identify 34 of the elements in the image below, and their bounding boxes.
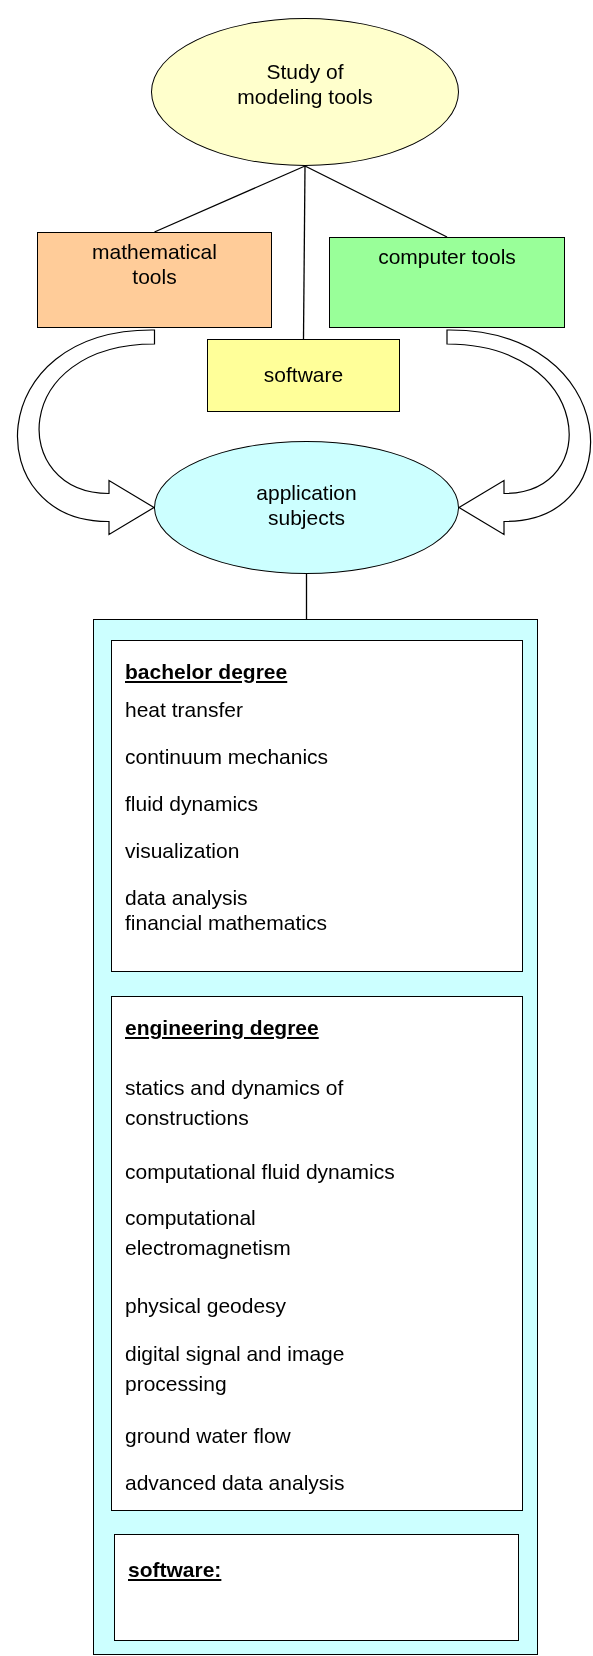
list-item: financial mathematics [125, 910, 327, 936]
process-box [207, 339, 400, 412]
list-item: statics and dynamics of constructions [125, 1075, 345, 1131]
list-item: computational fluid dynamics [125, 1159, 395, 1185]
list-item: physical geodesy [125, 1293, 287, 1319]
process-box [329, 237, 565, 328]
list-item: fluid dynamics [125, 791, 259, 817]
section-heading: software: [128, 1557, 222, 1583]
connector-line [302, 165, 306, 340]
node-text: software [263, 362, 344, 387]
list-box [111, 996, 523, 1511]
list-item: advanced data analysis [125, 1470, 345, 1496]
node-text: computer tools [378, 244, 516, 269]
container-box [93, 619, 538, 1655]
connector-line [153, 165, 306, 233]
curved-block-arrow [446, 329, 591, 536]
list-box [114, 1534, 519, 1641]
list-item: digital signal and image processing [125, 1341, 346, 1397]
connector-line [305, 573, 308, 620]
connector-line [304, 165, 448, 238]
list-item: visualization [125, 838, 240, 864]
section-heading: bachelor degree [125, 659, 288, 685]
node-text: application subjects [255, 480, 358, 530]
node-text: Study of modeling tools [236, 59, 374, 109]
section-heading: engineering degree [125, 1015, 319, 1041]
list-item: computational electromagnetism [125, 1205, 292, 1261]
process-box [37, 232, 272, 328]
node-text: mathematical tools [91, 239, 218, 289]
list-item: ground water flow [125, 1423, 291, 1449]
list-item: continuum mechanics [125, 744, 329, 770]
curved-block-arrow [17, 329, 156, 536]
list-box [111, 640, 523, 972]
list-item: heat transfer [125, 697, 243, 723]
list-item: data analysis [125, 885, 248, 911]
